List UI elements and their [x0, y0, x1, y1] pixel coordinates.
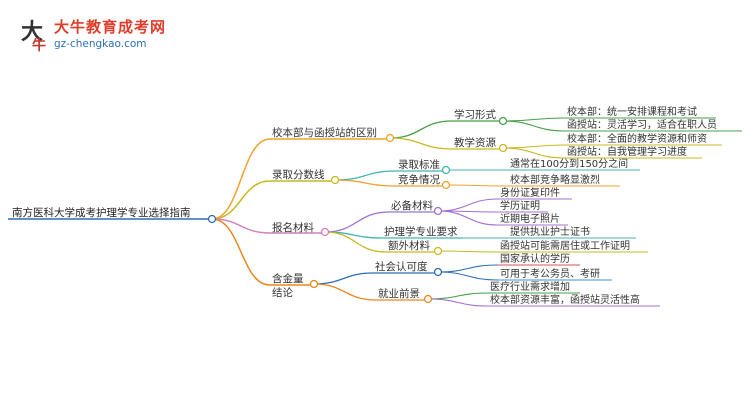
sub-competition: 竞争情况: [398, 173, 440, 186]
branch-cutoff-score: 录取分数线: [272, 168, 325, 181]
sub-social-recognition: 社会认可度: [375, 260, 428, 273]
leaf: 校本部竞争略显激烈: [510, 173, 600, 186]
node-dot: [385, 133, 395, 143]
edge-b1s2-leaf1: [502, 144, 566, 149]
leaf: 通常在100分到150分之间: [510, 157, 628, 170]
edge-b1s2-leaf2: [502, 147, 566, 159]
edge-b3-sub1: [324, 211, 390, 233]
leaf: 近期电子照片: [500, 212, 560, 225]
edge-b3s1-leaf1: [437, 198, 499, 212]
edge-b3s1-leaf3: [437, 210, 499, 226]
edge-b4-sub2: [313, 283, 377, 301]
edge-b2s2-leaf1: [445, 184, 509, 187]
node-dot: [330, 175, 340, 185]
leaf: 校本部资源丰富，函授站灵活性高: [490, 293, 640, 306]
site-title: 大牛教育成考网: [54, 18, 167, 36]
edge-b4s2-leaf1: [427, 292, 489, 300]
site-logo[interactable]: 大 牛 大牛教育成考网 gz-chengkao.com: [14, 12, 184, 58]
leaf: 函授站：灵活学习，适合在职人员: [567, 118, 717, 131]
sub-nursing-requirement: 护理学专业要求: [384, 225, 458, 238]
leaf: 身份证复印件: [500, 186, 560, 199]
edge-b4s2-leaf2: [427, 298, 489, 307]
edge-root-b3: [211, 218, 271, 234]
node-dot: [309, 279, 319, 289]
edge-b2-sub1: [334, 170, 397, 181]
sub-extra-materials: 额外材料: [388, 239, 430, 252]
edge-b3-sub3: [324, 231, 387, 253]
node-dot: [498, 143, 508, 153]
branch-differences: 校本部与函授站的区别: [272, 126, 377, 139]
leaf: 国家承认的学历: [500, 252, 570, 265]
root-node: 南方医科大学成考护理学专业选择指南: [12, 206, 191, 219]
edge-b1-sub2: [389, 137, 453, 150]
edge-b1s1-leaf1: [502, 117, 566, 122]
logo-mark-icon: 大 牛: [14, 12, 50, 56]
sub-employment: 就业前景: [378, 287, 420, 300]
sub-teaching-resources: 教学资源: [454, 136, 496, 149]
leaf: 函授站可能需居住或工作证明: [500, 239, 630, 252]
node-dot: [441, 180, 451, 190]
node-dot: [423, 294, 433, 304]
sub-required-materials: 必备材料: [391, 199, 433, 212]
node-dot: [207, 214, 217, 224]
edge-root-b4: [211, 218, 271, 286]
node-dot: [433, 206, 443, 216]
logo-mark-char: 大: [20, 19, 43, 45]
edge-b2-sub2: [334, 179, 397, 187]
leaf: 提供执业护士证书: [510, 225, 590, 238]
leaf: 学历证明: [500, 199, 540, 212]
site-url: gz-chengkao.com: [54, 38, 147, 50]
edge-b3s3-leaf1: [437, 250, 499, 253]
edge-b4s1-leaf1: [437, 264, 499, 273]
node-dot: [441, 165, 451, 175]
node-dot: [498, 116, 508, 126]
sub-admission-standard: 录取标准: [398, 159, 440, 171]
node-dot: [433, 267, 443, 277]
edge-b4-sub1: [313, 272, 374, 285]
edge-b1s1-leaf2: [502, 120, 566, 132]
edge-b1-sub1: [389, 120, 453, 139]
leaf: 校本部：统一安排课程和考试: [567, 105, 697, 118]
edge-root-b2: [211, 180, 271, 220]
node-dot: [433, 246, 443, 256]
edge-root-b1: [211, 138, 271, 220]
edge-b4s1-leaf2: [437, 271, 499, 281]
leaf: 可用于考公务员、考研: [500, 267, 600, 280]
logo-mark-sub: 牛: [32, 38, 46, 54]
leaf: 医疗行业需求增加: [490, 280, 570, 293]
leaf: 函授站：自我管理学习进度: [567, 145, 687, 158]
sub-learning-form: 学习形式: [454, 108, 496, 121]
leaf: 校本部：全面的教学资源和师资: [567, 132, 707, 145]
branch-value: 含金量: [272, 272, 304, 285]
branch-conclusion: 结论: [272, 286, 293, 299]
node-dot: [320, 227, 330, 237]
branch-materials: 报名材料: [272, 221, 314, 234]
